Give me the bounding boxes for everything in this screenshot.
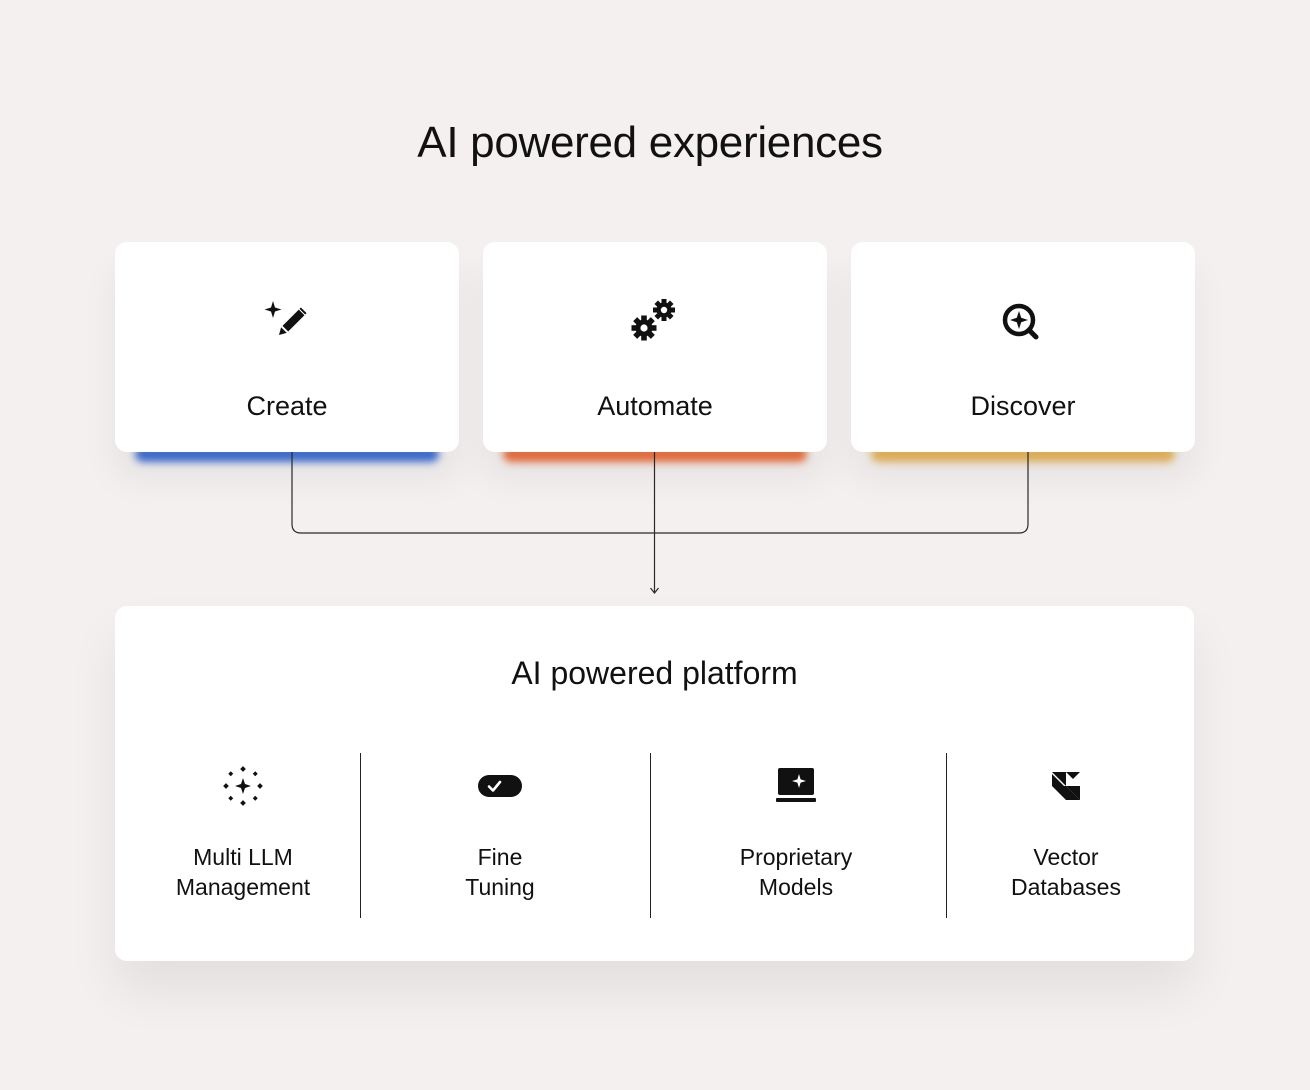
feature-proprietary-models-line2: Models xyxy=(758,874,834,900)
divider xyxy=(360,753,361,918)
vector-shapes-icon xyxy=(1044,764,1088,808)
feature-proprietary-models: Proprietary Models xyxy=(696,764,896,902)
feature-proprietary-models-label: Proprietary Models xyxy=(696,842,896,902)
toggle-check-icon xyxy=(478,764,522,808)
card-automate: Automate xyxy=(483,242,827,452)
card-discover-label: Discover xyxy=(970,391,1076,421)
sparkle-cluster-icon xyxy=(221,764,265,808)
platform-panel: AI powered platform Multi LLM Manageme xyxy=(115,606,1194,961)
card-automate-label: Automate xyxy=(597,391,713,421)
gears-icon xyxy=(630,296,680,346)
connector-arrowhead xyxy=(650,587,659,594)
card-discover: Discover xyxy=(851,242,1195,452)
feature-fine-tuning-line1: Fine xyxy=(477,844,523,870)
feature-vector-databases-line1: Vector xyxy=(1033,844,1099,870)
page-title: AI powered experiences xyxy=(417,118,883,167)
feature-multi-llm-label: Multi LLM Management xyxy=(143,842,343,902)
card-create: Create xyxy=(115,242,459,452)
sparkle-pencil-icon xyxy=(262,296,312,346)
divider xyxy=(650,753,651,918)
feature-fine-tuning-line2: Tuning xyxy=(465,874,535,900)
feature-vector-databases: Vector Databases xyxy=(966,764,1166,902)
divider xyxy=(946,753,947,918)
feature-proprietary-models-line1: Proprietary xyxy=(739,844,853,870)
card-create-label: Create xyxy=(246,391,328,421)
feature-multi-llm-line1: Multi LLM xyxy=(193,844,293,870)
feature-multi-llm: Multi LLM Management xyxy=(143,764,343,902)
feature-vector-databases-line2: Databases xyxy=(1011,874,1121,900)
magnify-sparkle-icon xyxy=(998,296,1048,346)
feature-fine-tuning: Fine Tuning xyxy=(400,764,600,902)
platform-title: AI powered platform xyxy=(511,655,798,691)
feature-fine-tuning-label: Fine Tuning xyxy=(400,842,600,902)
feature-vector-databases-label: Vector Databases xyxy=(966,842,1166,902)
laptop-sparkle-icon xyxy=(774,764,818,808)
connector-create xyxy=(291,452,1029,534)
feature-multi-llm-line2: Management xyxy=(175,874,311,900)
